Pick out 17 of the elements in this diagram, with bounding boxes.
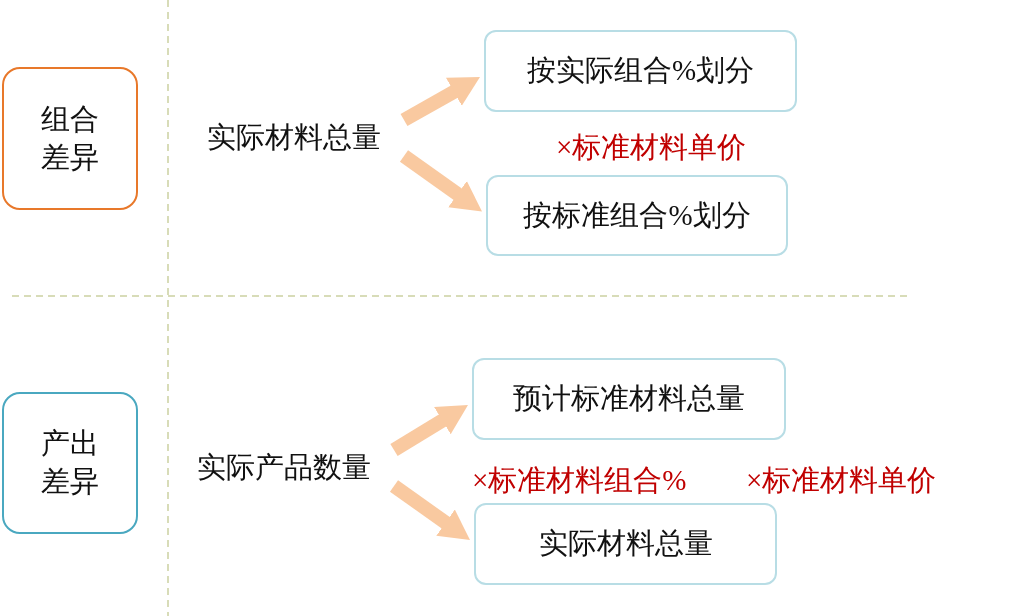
box-label: 按标准组合%划分	[523, 197, 751, 233]
text-box	[2, 67, 138, 210]
node-label: 实际产品数量	[197, 450, 371, 486]
text-box	[484, 30, 797, 112]
note-text: ×标准材料组合%	[472, 463, 687, 498]
box-label: 组合差异	[40, 101, 100, 175]
text-box	[2, 392, 138, 534]
text-box	[472, 358, 786, 440]
note-text: ×标准材料单价	[746, 463, 937, 498]
box-label: 按实际组合%划分	[526, 53, 755, 89]
text-box	[474, 503, 777, 585]
box-label: 产出差异	[40, 426, 100, 499]
text-box	[486, 175, 788, 256]
box-label: 实际材料总量	[538, 526, 713, 562]
box-label: 预计标准材料总量	[513, 381, 745, 417]
note-text: ×标准材料单价	[556, 130, 747, 165]
node-label: 实际材料总量	[207, 120, 381, 156]
